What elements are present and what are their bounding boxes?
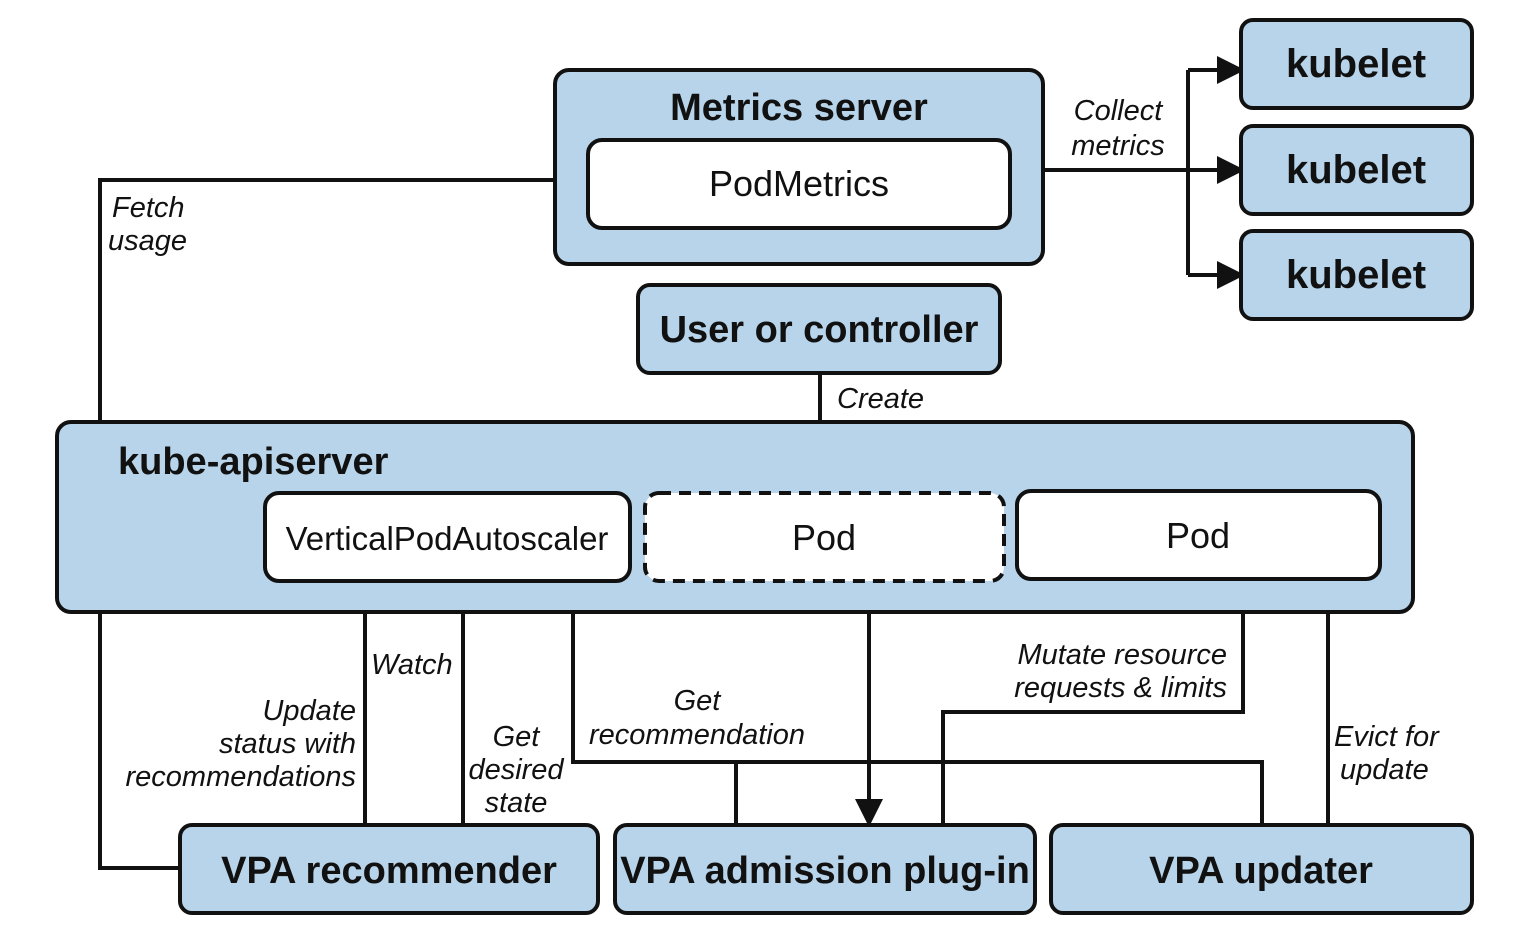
create-label: Create [837, 383, 924, 415]
metrics-server-box: Metrics server PodMetrics [553, 68, 1045, 266]
pending-pod-box [643, 491, 1006, 583]
evict-for-update-label-line-1: Evict for [1334, 721, 1440, 753]
pod-label: Pod [1166, 515, 1230, 556]
get-recommendation-label-line-1: Get [674, 685, 723, 717]
vpa-admission-plugin-label: VPA admission plug-in [620, 850, 1030, 892]
get-recommendation-arrow [559, 578, 1264, 825]
kubelet-label-1: kubelet [1286, 42, 1426, 86]
metrics-server-title: Metrics server [670, 87, 928, 129]
get-desired-state-label-line-3: state [485, 787, 548, 819]
pod-box [1015, 489, 1382, 581]
vpa-object-box [263, 491, 632, 583]
podmetrics-label: PodMetrics [709, 163, 889, 204]
fetch-usage-label-line-2: usage [108, 225, 187, 257]
kube-apiserver-box: kube-apiserver VerticalPodAutoscaler Pod… [55, 420, 1415, 614]
watch-label: Watch [371, 649, 453, 681]
update-status-label-line-2: status with [219, 728, 356, 760]
get-recommendation-label-line-2: recommendation [589, 719, 805, 751]
evict-for-update-label-line-2: update [1340, 754, 1429, 786]
fetch-usage-label-line-1: Fetch [112, 192, 185, 224]
vpa-admission-plugin-box: VPA admission plug-in [613, 823, 1037, 915]
kubelet-box-1: kubelet [1239, 18, 1474, 110]
user-or-controller-label: User or controller [660, 309, 979, 351]
kubelet-label-2: kubelet [1286, 148, 1426, 192]
get-desired-state-label-line-1: Get [493, 721, 542, 753]
vpa-recommender-box: VPA recommender [178, 823, 600, 915]
collect-metrics-label-line-1: Collect [1074, 95, 1165, 127]
update-status-label-line-3: recommendations [126, 761, 357, 793]
user-or-controller-box: User or controller [636, 283, 1002, 375]
collect-metrics-label-line-2: metrics [1071, 130, 1164, 162]
kubelet-box-2: kubelet [1239, 124, 1474, 216]
get-desired-state-label-line-2: desired [468, 754, 564, 786]
podmetrics-box [586, 138, 1012, 230]
pending-pod-label: Pod [792, 517, 856, 558]
kubelet-label-3: kubelet [1286, 253, 1426, 297]
vpa-updater-box: VPA updater [1049, 823, 1474, 915]
mutate-resource-label-line-1: Mutate resource [1017, 639, 1227, 671]
kubelet-box-3: kubelet [1239, 229, 1474, 321]
mutate-resource-arrow [941, 578, 1257, 825]
vpa-object-label: VerticalPodAutoscaler [286, 520, 609, 557]
mutate-resource-label-line-2: requests & limits [1014, 672, 1227, 704]
vpa-recommender-label: VPA recommender [221, 850, 557, 892]
kube-apiserver-title: kube-apiserver [118, 441, 389, 483]
vpa-updater-label: VPA updater [1149, 850, 1373, 892]
update-status-label-line-1: Update [262, 695, 356, 727]
